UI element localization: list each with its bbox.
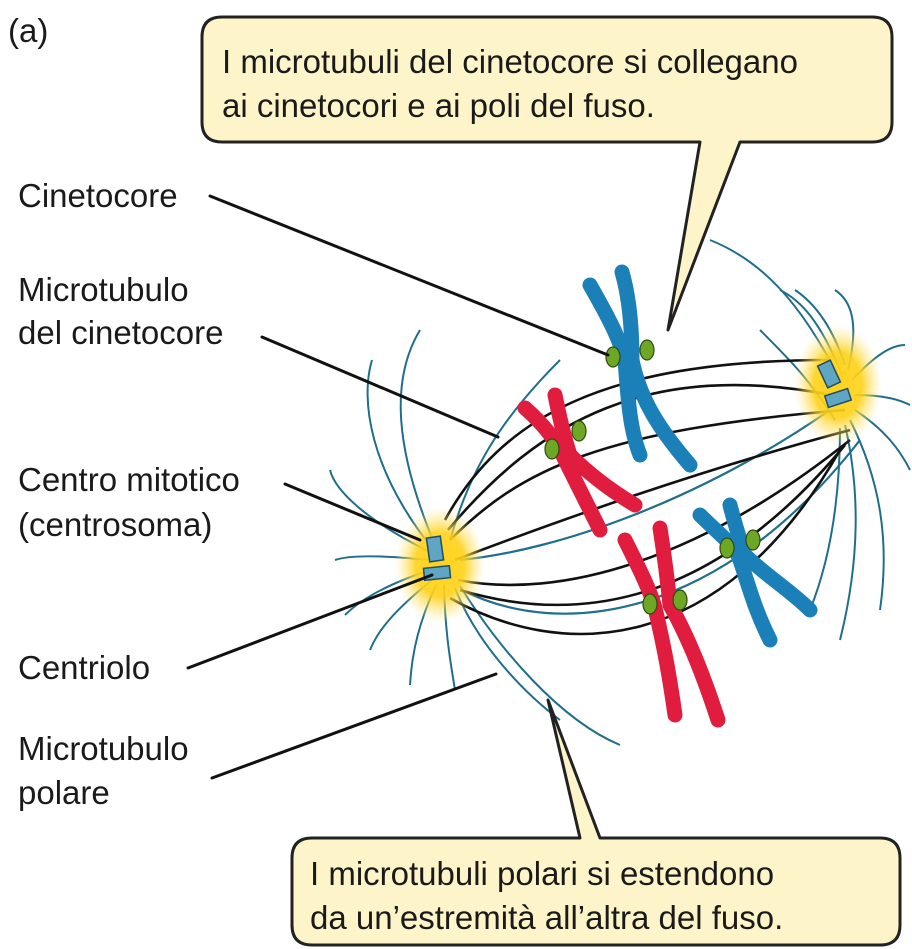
callout-top: I microtubuli del cinetocore si collegan… [202,17,892,330]
label-cinetocore: Cinetocore [18,177,178,214]
centriole-left-a [426,536,443,562]
callout-bottom-line1: I microtubuli polari si estendono [310,855,774,892]
chromosome-blue-right [700,505,810,640]
callout-top-line2: ai cinetocori e ai poli del fuso. [222,87,655,124]
leader-lines [188,196,608,778]
centrosome-right [794,325,882,445]
callout-bottom: I microtubuli polari si estendono da un’… [292,700,900,945]
leader-cinetocore [210,196,608,355]
leader-centro-mitotico [285,484,420,540]
leader-centriolo [188,575,432,668]
label-centriolo: Centriolo [18,649,150,686]
label-centro-mitotico-line1: Centro mitotico [18,461,240,498]
panel-letter: (a) [8,12,48,49]
label-microtubulo-cinetocore-line1: Microtubulo [18,271,189,308]
label-microtubulo-polare-line1: Microtubulo [18,730,189,767]
chromosome-red-lower [625,528,718,720]
callout-top-line1: I microtubuli del cinetocore si collegan… [222,43,798,80]
label-microtubulo-polare-line2: polare [18,774,110,811]
centrosome-left [395,507,485,623]
leader-microtubulo-polare [212,674,496,778]
label-microtubulo-cinetocore-line2: del cinetocore [18,314,223,351]
chromosome-red-upper [525,395,635,530]
leader-microtubulo-cinetocore [262,337,498,437]
callout-bottom-line2: da un’estremità all’altra del fuso. [310,899,783,936]
label-centro-mitotico-line2: (centrosoma) [18,506,212,543]
